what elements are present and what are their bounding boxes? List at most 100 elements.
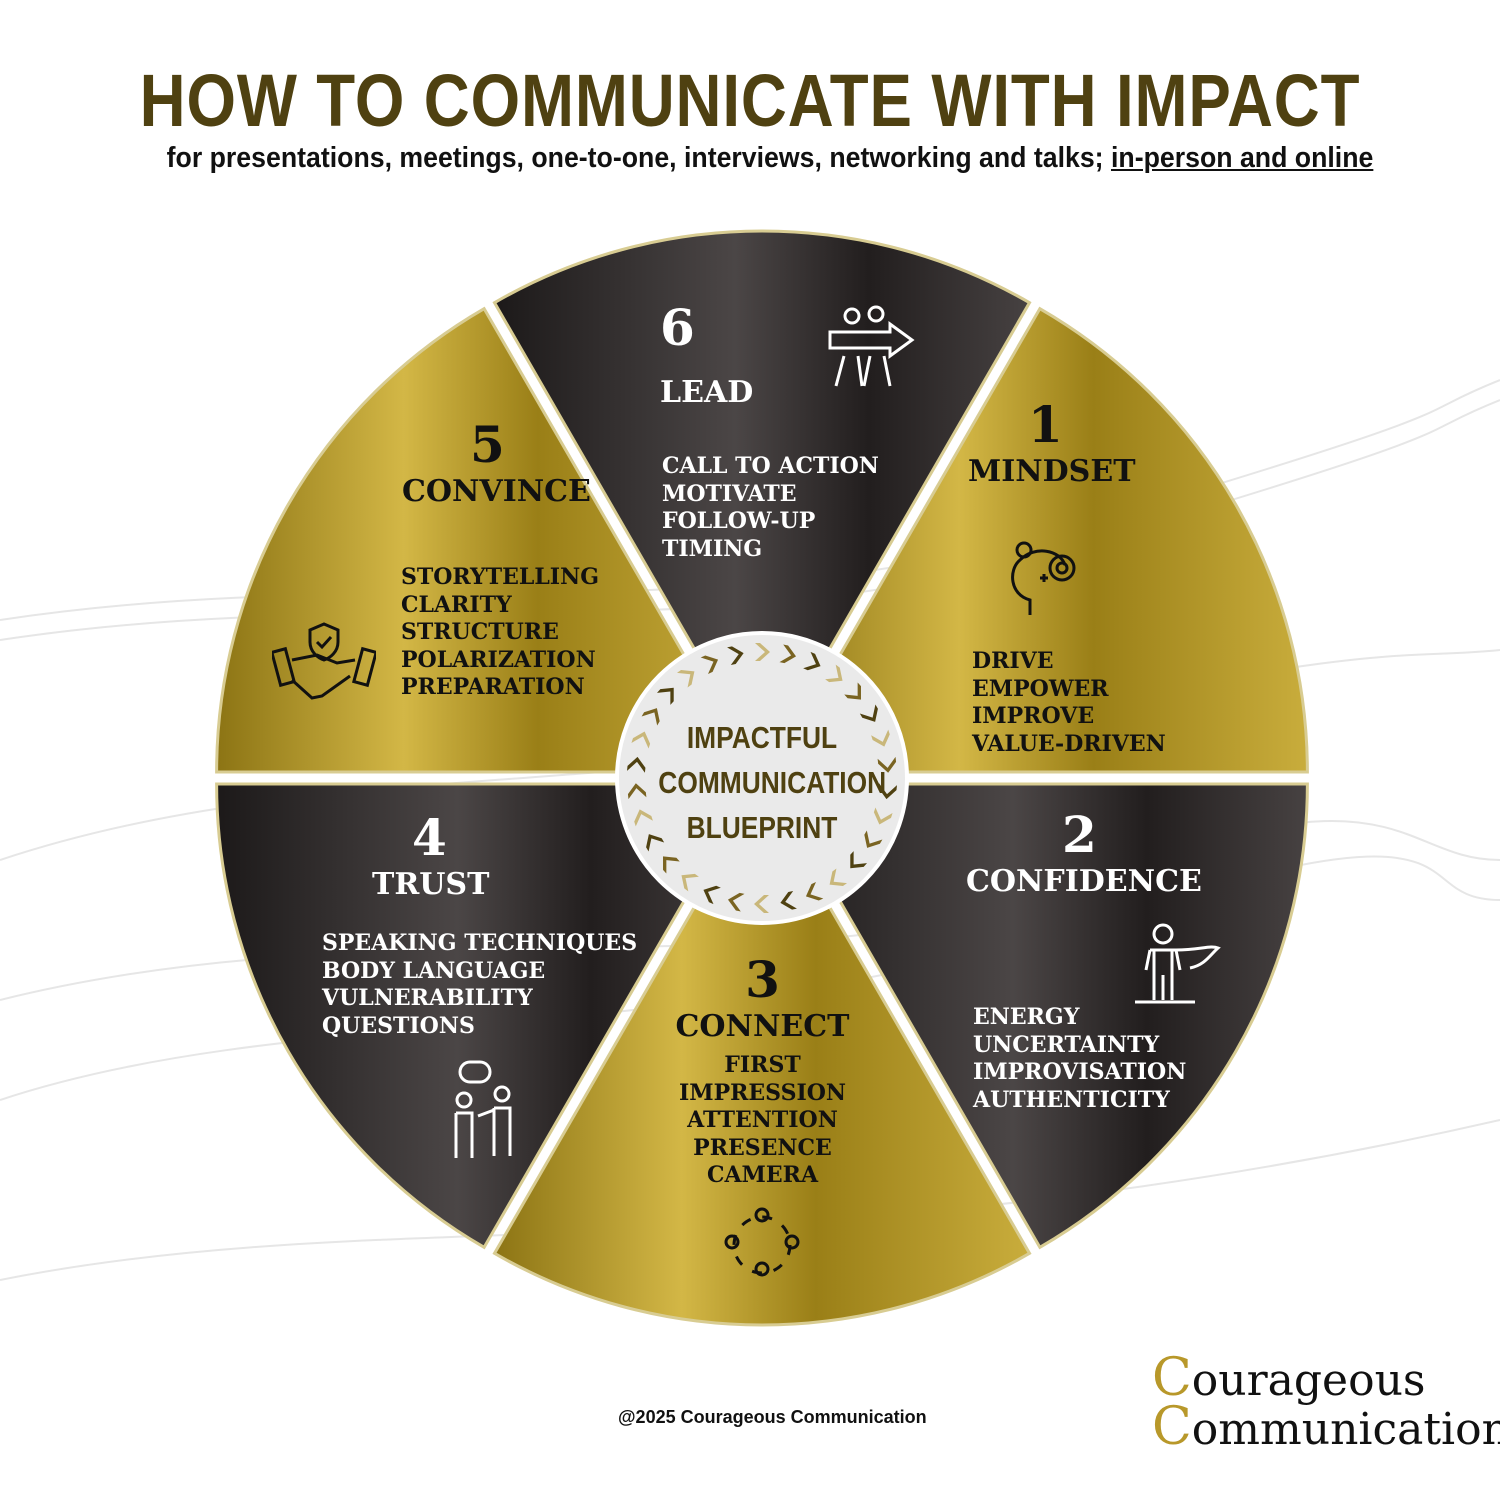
logo-text: ourageous [1191,1355,1426,1406]
chevron-mark [646,834,665,852]
chevron-mark [755,643,770,661]
chevron-mark [631,731,651,749]
segment-title: MINDSET [968,454,1136,489]
chevron-ring [627,643,897,913]
chevron-mark [871,729,890,747]
superhero-icon [1135,923,1221,1004]
item: VALUE-DRIVEN [972,730,1166,757]
chevron-mark [627,756,646,773]
chevron-mark [727,892,745,912]
chevron-mark [844,682,861,700]
segment-title: CONFIDENCE [966,864,1202,899]
chevron-mark [627,783,647,800]
chevron-mark [825,664,843,683]
item: CAMERA [706,1162,819,1188]
conversation-icon [454,1060,512,1158]
center-line: IMPACTFUL [686,720,838,755]
chevron-mark [663,856,680,874]
item: CLARITY [401,591,512,618]
item: QUESTIONS [322,1012,475,1039]
chevron-mark [727,646,744,666]
item: VULNERABILITY [322,985,533,1011]
page-subtitle: for presentations, meetings, one-to-one,… [62,142,1479,175]
item: POLARIZATION [401,646,596,673]
people-circle-icon [724,1207,800,1277]
item: SPEAKING TECHNIQUES [322,930,638,956]
item: ENERGY [973,1004,1080,1030]
segment-title: CONVINCE [402,474,591,509]
segment-mindset: 1 MINDSET [968,395,1148,489]
item: UNCERTAINTY [973,1031,1160,1058]
wedge-convince [215,306,755,774]
center-badge [615,631,909,925]
item: PRESENCE [693,1134,832,1161]
segment-title: CONNECT [675,1009,850,1044]
segment-confidence: 2 CONFIDENCE [966,805,1216,899]
chevron-mark [754,895,769,913]
chevron-mark [780,890,797,910]
chevron-mark [634,809,653,827]
center-line: COMMUNICATION [658,765,887,800]
segment-number: 3 [745,950,780,1009]
item: IMPROVISATION [973,1059,1187,1085]
item: PREPARATION [401,674,585,700]
center-line: BLUEPRINT [686,810,838,845]
segment-lead: 6 LEAD [660,298,860,410]
wedge-confidence [769,782,1309,1250]
subtitle-underlined: in-person and online [1110,142,1374,174]
chevron-mark [859,704,878,722]
item: STORYTELLING [401,564,599,590]
item: BODY LANGUAGE [322,957,546,984]
item: MOTIVATE [662,480,797,507]
chevron-mark [829,868,848,887]
wedge-connect [492,787,1032,1327]
item: STRUCTURE [401,619,559,645]
segment-trust: 4 TRUST [372,808,502,902]
item: DRIVE [972,648,1054,674]
item: TIMING [662,535,763,562]
segment-title: LEAD [660,375,754,410]
chevron-mark [803,651,821,671]
item: IMPROVE [972,703,1095,729]
item: FOLLOW-UP [662,508,816,534]
wedge-mindset [769,306,1309,774]
logo-initial: C [1152,1397,1192,1457]
chevron-mark [850,851,868,869]
wedge-lead [492,229,1032,770]
segment-title: TRUST [372,867,490,902]
wedge-trust [215,782,755,1250]
item: CALL TO ACTION [662,453,879,479]
mind-gear-icon [1011,541,1076,615]
item: AUTHENTICITY [973,1086,1170,1113]
chevron-mark [864,830,883,848]
logo-text: ommunication [1191,1404,1500,1455]
chevron-mark [878,783,897,800]
item: EMPOWER [972,675,1109,702]
handshake-shield-icon [272,622,376,700]
segment-number: 6 [660,298,695,357]
chevron-mark [700,655,719,674]
item: ATTENTION [687,1107,838,1133]
item: FIRST IMPRESSION [678,1052,847,1106]
center-label: IMPACTFUL COMMUNICATION BLUEPRINT [658,715,887,850]
subtitle-text: for presentations, meetings, one-to-one,… [166,142,1111,174]
page-title: HOW TO COMMUNICATE WITH IMPACT [139,59,1361,142]
logo-initial: C [1152,1348,1192,1408]
segment-number: 4 [412,808,447,867]
chevron-mark [641,708,660,726]
segment-convince: 5 CONVINCE [402,415,612,509]
brand-logo: Courageous Communication [1152,1352,1500,1455]
chevron-mark [805,882,824,901]
chevron-mark [703,885,721,905]
leader-arrow-icon [828,305,915,387]
chevron-mark [681,873,699,892]
chevron-mark [779,644,797,664]
chevron-mark [676,669,695,688]
